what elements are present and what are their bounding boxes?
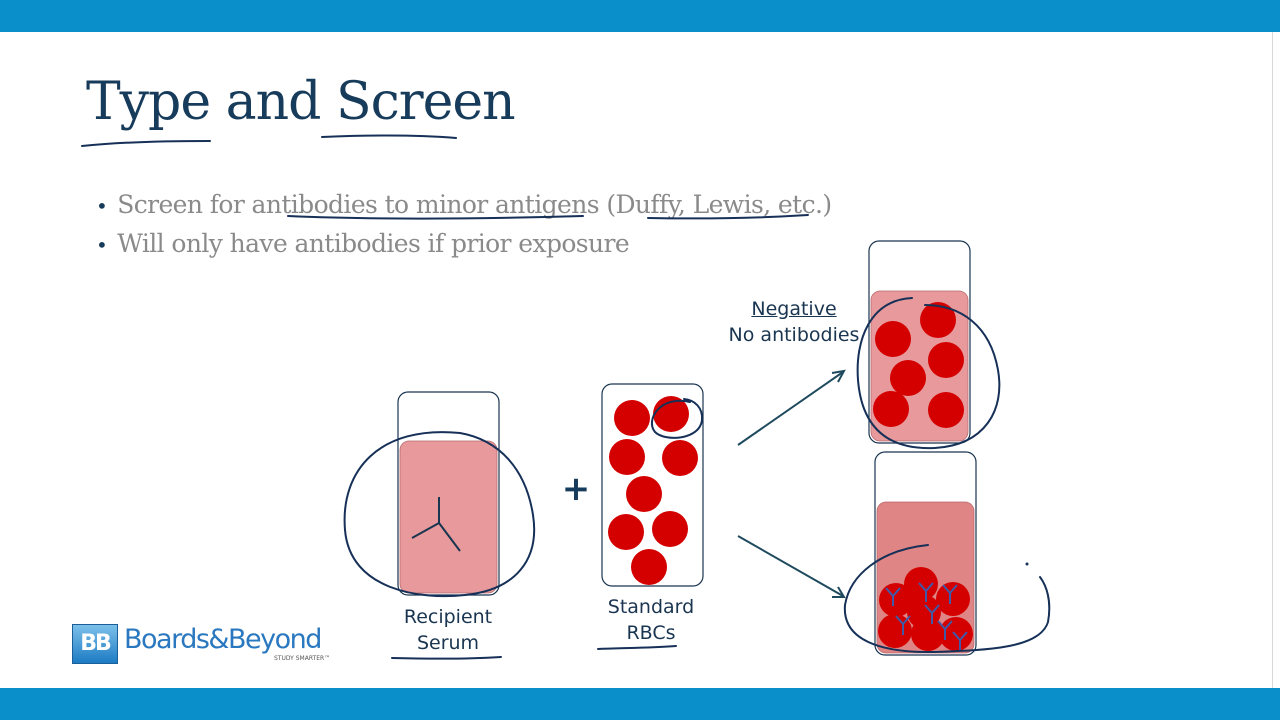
recipient-serum-label: Recipient Serum xyxy=(403,606,493,654)
bullet-dot: • xyxy=(96,194,108,218)
pen-dot xyxy=(1025,562,1029,566)
standard-rbcs-label: Standard RBCs xyxy=(607,596,695,644)
bullet-item: • Will only have antibodies if prior expo… xyxy=(96,225,831,264)
bullet-text: Screen for antibodies to minor antigens … xyxy=(117,190,832,219)
recipient-serum-tube xyxy=(397,391,500,596)
rbc-cell xyxy=(928,342,964,378)
logo-tagline: STUDY SMARTER™ xyxy=(274,655,331,662)
brand-logo: BB Boards&Beyond STUDY SMARTER™ xyxy=(72,622,342,666)
bullet-text: Will only have antibodies if prior expos… xyxy=(117,229,630,258)
logo-badge: BB xyxy=(72,624,118,664)
rbc-cell xyxy=(890,360,926,396)
bullet-list: • Screen for antibodies to minor antigens… xyxy=(96,186,832,264)
negative-title: Negative xyxy=(751,298,837,320)
rbc-cell xyxy=(652,511,688,547)
rbc-cell xyxy=(614,400,650,436)
logo-name: Boards&Beyond xyxy=(124,624,322,655)
rbc-cell xyxy=(631,549,667,585)
antibody-icon xyxy=(411,497,461,552)
rbc-cell xyxy=(879,583,913,617)
slide-title: Type and Screen xyxy=(86,72,516,132)
rbc-cell xyxy=(873,391,909,427)
standard-rbc-tube xyxy=(601,383,704,587)
rbc-cell xyxy=(920,302,956,338)
rbc-cell xyxy=(662,440,698,476)
negative-label: Negative No antibodies xyxy=(724,296,864,348)
plus-sign: + xyxy=(562,469,591,509)
rbc-cell xyxy=(928,392,964,428)
slide-edge xyxy=(1272,32,1273,688)
bullet-item: • Screen for antibodies to minor antigens… xyxy=(96,186,832,225)
rbc-cell xyxy=(626,476,662,512)
arrow-to-negative xyxy=(737,369,846,446)
rbc-cell xyxy=(936,582,970,616)
bullet-dot: • xyxy=(96,233,108,257)
positive-result-tube xyxy=(874,451,977,656)
handwritten-annotations xyxy=(81,134,1051,660)
negative-result-tube xyxy=(868,240,971,444)
negative-subtitle: No antibodies xyxy=(728,324,860,346)
arrow-to-positive xyxy=(737,535,846,598)
bottom-banner xyxy=(0,688,1280,720)
antibody-icon xyxy=(885,582,968,650)
rbc-cell xyxy=(875,321,911,357)
rbc-cell xyxy=(911,617,945,651)
rbc-cell xyxy=(609,439,645,475)
rbc-cell xyxy=(608,514,644,550)
top-banner xyxy=(0,0,1280,32)
